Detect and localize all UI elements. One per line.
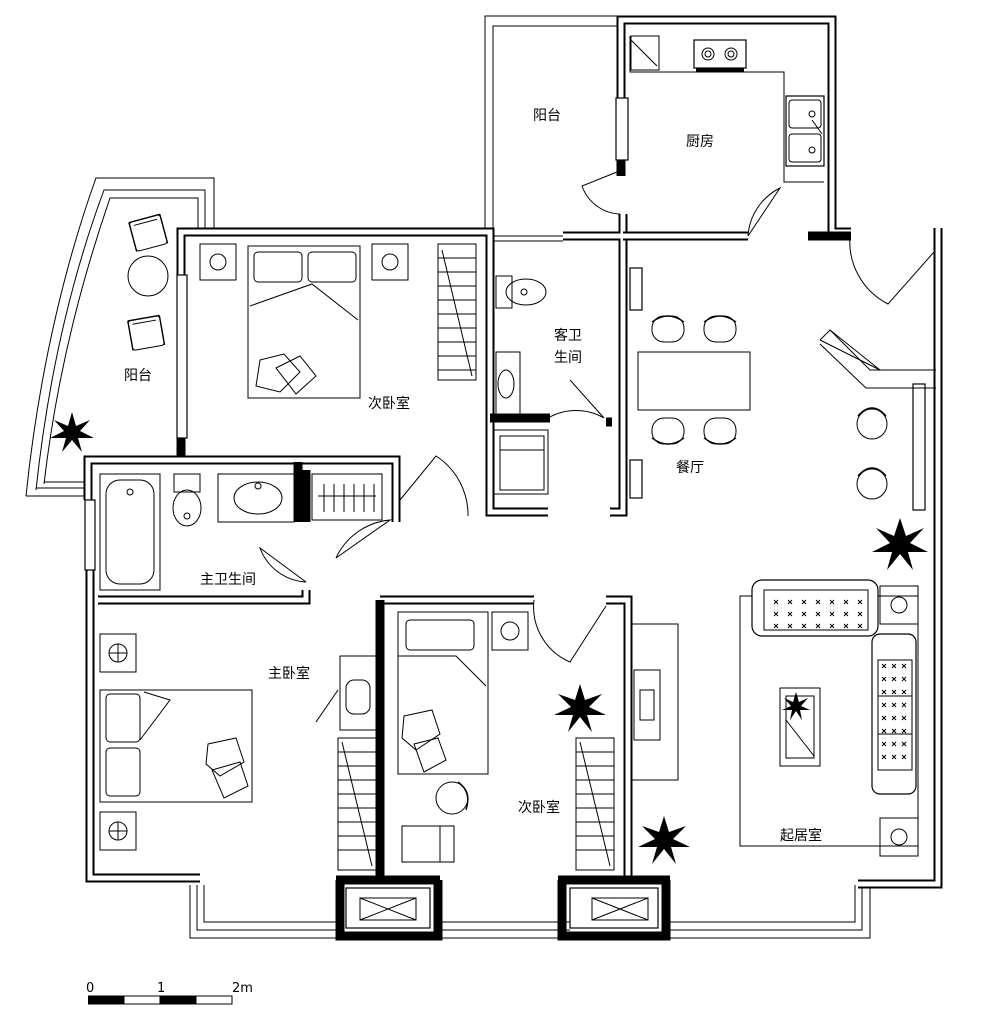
plant-icons xyxy=(50,412,928,864)
sofa-cross xyxy=(857,599,863,605)
label-master-bedroom: 主卧室 xyxy=(268,665,310,682)
sofa-cross xyxy=(891,663,897,669)
guest-bath-fixtures xyxy=(493,275,549,495)
north-balcony xyxy=(484,15,618,242)
sofa-cross xyxy=(881,754,887,760)
label-bedroom-top: 次卧室 xyxy=(368,395,410,412)
sofa-cross xyxy=(801,599,807,605)
sofa-cross xyxy=(891,754,897,760)
sofa-cross xyxy=(829,599,835,605)
scale-label-2m: 2m xyxy=(232,981,253,996)
sofa-cross xyxy=(815,611,821,617)
master-bath-fixtures xyxy=(99,473,383,591)
sofa-cross xyxy=(773,611,779,617)
sofa-cross xyxy=(881,741,887,747)
sofa-cross xyxy=(815,599,821,605)
scale-bar: 0 1 2m xyxy=(86,981,253,1005)
sofa-cross xyxy=(891,728,897,734)
sofa-cross xyxy=(843,623,849,629)
room-labels: 阳台 厨房 阳台 客卫 生间 次卧室 餐厅 主卫生间 主卧室 次卧室 起居室 xyxy=(124,108,822,844)
sofa-cross xyxy=(843,599,849,605)
sofa-cross xyxy=(891,702,897,708)
wardrobe-master xyxy=(338,741,376,867)
label-balcony-north: 阳台 xyxy=(533,108,561,124)
sofa-cross xyxy=(901,676,907,682)
sofa-cross xyxy=(891,715,897,721)
sofa-cross xyxy=(901,689,907,695)
sofa-cross xyxy=(815,623,821,629)
label-kitchen: 厨房 xyxy=(686,134,714,150)
label-balcony-west: 阳台 xyxy=(124,368,152,384)
sofa-cross xyxy=(881,728,887,734)
sofa-cross xyxy=(891,689,897,695)
master-bedroom-furniture xyxy=(99,633,377,871)
sofa-cross xyxy=(857,623,863,629)
label-dining: 餐厅 xyxy=(676,460,704,476)
sofa-pattern xyxy=(773,599,907,760)
sofa-cross xyxy=(901,663,907,669)
label-bedroom-bottom: 次卧室 xyxy=(518,799,560,816)
sofa-cross xyxy=(901,702,907,708)
sofa-cross xyxy=(881,702,887,708)
sofa-cross xyxy=(843,611,849,617)
scale-label-0: 0 xyxy=(86,981,94,996)
wardrobe-bottom xyxy=(576,741,614,867)
bedroom-bottom-furniture xyxy=(397,611,615,871)
sofa-cross xyxy=(881,676,887,682)
sofa-cross xyxy=(901,728,907,734)
south-balcony xyxy=(189,885,871,939)
sofa-cross xyxy=(881,689,887,695)
balcony-chairs xyxy=(127,213,169,351)
sofa-cross xyxy=(901,715,907,721)
sofa-cross xyxy=(901,741,907,747)
scale-label-1: 1 xyxy=(157,981,165,996)
label-guest-bath-2: 生间 xyxy=(554,350,582,366)
sofa-cross xyxy=(773,623,779,629)
walls xyxy=(83,15,943,941)
sofa-cross xyxy=(881,663,887,669)
wardrobe-hangers xyxy=(438,249,476,377)
sofa-cross xyxy=(787,623,793,629)
doors xyxy=(258,169,936,723)
sofa-cross xyxy=(829,623,835,629)
sofa-cross xyxy=(787,611,793,617)
sofa-cross xyxy=(881,715,887,721)
label-master-bath: 主卫生间 xyxy=(200,572,256,588)
bedroom-top-furniture xyxy=(199,243,477,399)
sofa-cross xyxy=(857,611,863,617)
label-guest-bath-1: 客卫 xyxy=(554,327,582,344)
sofa-cross xyxy=(891,741,897,747)
sofa-cross xyxy=(801,611,807,617)
windows xyxy=(84,97,926,929)
dining-set xyxy=(637,315,888,500)
sofa-cross xyxy=(801,623,807,629)
sofa-cross xyxy=(787,599,793,605)
sofa-cross xyxy=(829,611,835,617)
shelf-slats xyxy=(318,484,376,512)
living-furniture xyxy=(631,579,919,857)
sofa-cross xyxy=(891,676,897,682)
label-living: 起居室 xyxy=(780,827,822,844)
sofa-cross xyxy=(773,599,779,605)
kitchen-fixtures xyxy=(629,35,825,183)
sofa-cross xyxy=(901,754,907,760)
west-balcony xyxy=(25,177,215,497)
